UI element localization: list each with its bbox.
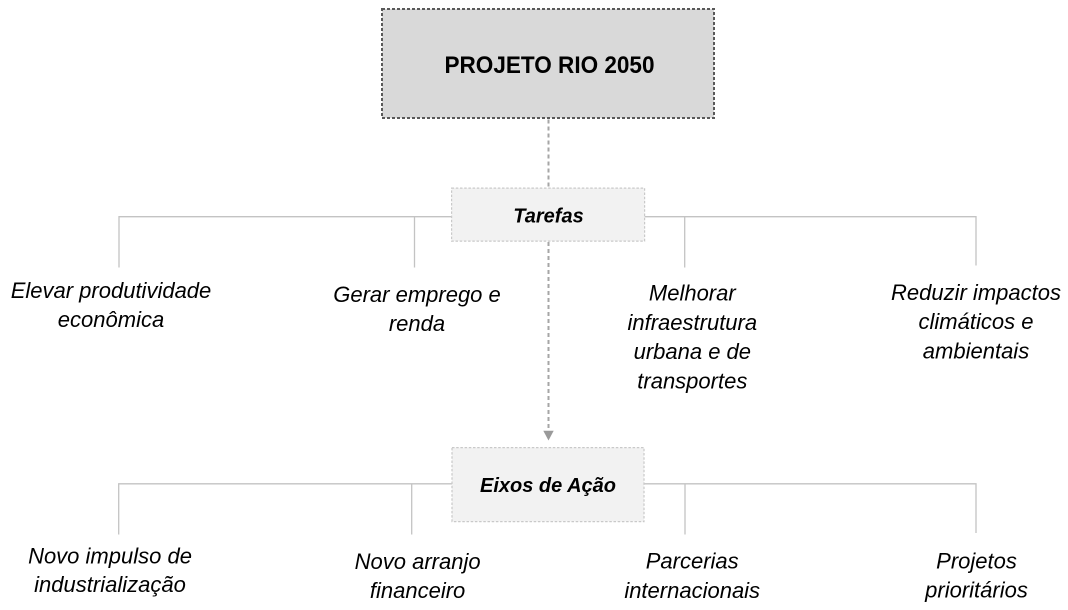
svg-text:Projetos: Projetos [936, 549, 1017, 574]
svg-text:financeiro: financeiro [370, 578, 465, 603]
svg-text:internacionais: internacionais [624, 578, 760, 603]
svg-text:Elevar produtividade: Elevar produtividade [11, 278, 212, 303]
svg-text:prioritários: prioritários [924, 578, 1028, 603]
svg-text:climáticos e: climáticos e [919, 309, 1034, 334]
svg-text:Reduzir impactos: Reduzir impactos [891, 280, 1061, 305]
svg-text:Parcerias: Parcerias [646, 549, 739, 574]
svg-text:urbana e de: urbana e de [634, 339, 751, 364]
svg-text:Novo arranjo: Novo arranjo [355, 549, 481, 574]
svg-text:infraestrutura: infraestrutura [627, 310, 757, 335]
svg-text:transportes: transportes [637, 369, 747, 394]
svg-text:Eixos de Ação: Eixos de Ação [480, 475, 616, 497]
svg-text:PROJETO RIO 2050: PROJETO RIO 2050 [445, 52, 655, 79]
svg-text:industrialização: industrialização [34, 572, 186, 597]
svg-text:econômica: econômica [58, 307, 164, 332]
svg-text:renda: renda [389, 311, 445, 336]
svg-text:ambientais: ambientais [923, 338, 1029, 363]
svg-text:Novo impulso de: Novo impulso de [28, 544, 192, 569]
svg-text:Melhorar: Melhorar [649, 280, 737, 305]
svg-text:Tarefas: Tarefas [513, 206, 583, 228]
svg-text:Gerar emprego e: Gerar emprego e [333, 282, 501, 307]
